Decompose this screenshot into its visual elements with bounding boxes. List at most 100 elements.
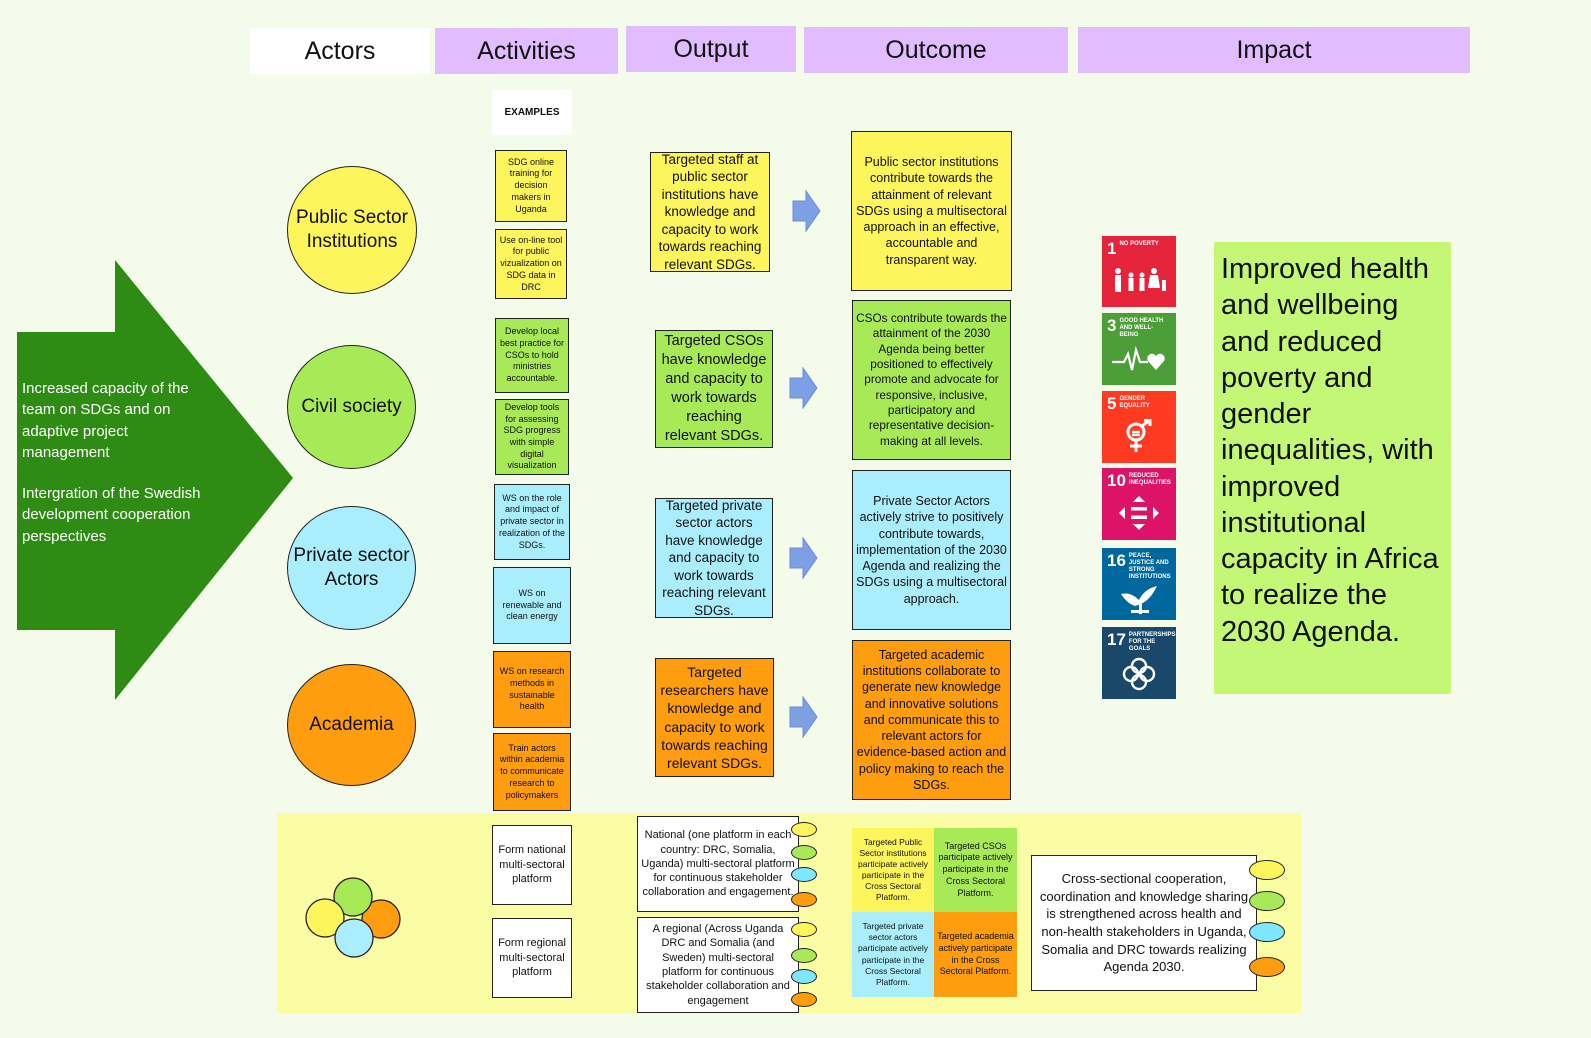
gender-icon (1107, 412, 1171, 459)
sdg-label: Peace, justice and strong institutions (1128, 553, 1171, 580)
activity-note: Develop tools for assessing SDG progress… (495, 399, 569, 475)
sdg-label: No poverty (1119, 241, 1159, 247)
outcome-platform-private-text: Targeted private sector actors participa… (858, 921, 928, 987)
output-note: Targeted researchers have knowledge and … (655, 658, 774, 777)
outcome-note: CSOs contribute towards the attainment o… (852, 300, 1011, 460)
activity-note: Use on-line tool for public vizualizatio… (495, 229, 567, 299)
arrow-right-icon (789, 536, 818, 580)
actor-civil-society: Civil society (287, 345, 416, 469)
outcome-note: Targeted academic institutions collabora… (852, 640, 1011, 800)
activity-text: Use on-line tool for public vizualizatio… (499, 234, 563, 292)
impact-statement-text: Improved health and wellbeing and reduce… (1221, 253, 1439, 648)
actor-private-sector: Private sector Actors (287, 506, 416, 630)
sdg-label: Reduced inequalities (1128, 473, 1171, 486)
outcome-platform-cso: Targeted CSOs participate actively parti… (934, 828, 1017, 912)
dove-icon (1107, 581, 1171, 616)
yellow-dot (791, 922, 817, 937)
activity-note: SDG online training for decision makers … (495, 150, 567, 222)
sdg-1-icon: 1No poverty (1102, 236, 1176, 307)
header-activities-label: Activities (477, 36, 576, 65)
outcome-text: Public sector institutions contribute to… (856, 155, 1007, 267)
arrow-right-icon (789, 695, 818, 739)
header-actors-label: Actors (304, 36, 376, 65)
sdg-label: Good health and well-being (1119, 318, 1164, 338)
output-note: Targeted CSOs have knowledge and capacit… (655, 330, 773, 448)
examples-label-text: EXAMPLES (504, 107, 560, 118)
yellow-dot (1249, 860, 1285, 880)
output-note: Targeted private sector actors have know… (655, 498, 773, 618)
header-impact: Impact (1078, 27, 1470, 73)
sdg-number: 1 (1107, 239, 1117, 258)
actor-academia: Academia (287, 664, 416, 786)
sdg-number: 10 (1107, 471, 1126, 490)
actor-public-sector: Public Sector Institutions (287, 166, 417, 294)
sdg-number: 16 (1107, 551, 1126, 570)
outcome-platform-public-text: Targeted Public Sector institutions part… (858, 836, 928, 903)
family-icon (1107, 257, 1171, 303)
green-dot (1249, 891, 1285, 911)
output-note: Targeted staff at public sector institut… (650, 152, 770, 272)
activity-text: WS on the role and impact of private sec… (498, 492, 566, 550)
blue-dot (791, 867, 817, 882)
orange-dot (1249, 957, 1285, 977)
sdg-number: 17 (1107, 630, 1126, 649)
output-text: Targeted CSOs have knowledge and capacit… (661, 333, 767, 444)
activity-text: Train actors within academia to communic… (499, 742, 565, 800)
capacity-text-2: Intergration of the Swedish development … (22, 485, 201, 545)
activity-note: Develop local best practice for CSOs to … (495, 318, 569, 393)
green-dot (791, 845, 817, 860)
impact-platform: Cross-sectional cooperation, coordinatio… (1031, 855, 1257, 991)
outcome-platform-public: Targeted Public Sector institutions part… (852, 828, 934, 912)
actor-civil-society-label: Civil society (301, 396, 402, 418)
activity-note: WS on research methods in sustainable he… (493, 651, 571, 728)
impact-platform-text: Cross-sectional cooperation, coordinatio… (1039, 871, 1249, 975)
examples-label: EXAMPLES (492, 90, 572, 135)
outcome-platform-academia: Targeted academia actively participate i… (934, 912, 1017, 997)
orange-dot (791, 992, 817, 1007)
outcome-note: Private Sector Actors actively strive to… (852, 470, 1011, 630)
header-output-label: Output (673, 34, 749, 63)
sdg-number: 3 (1107, 316, 1117, 335)
activity-text: Develop local best practice for CSOs to … (499, 326, 565, 384)
actor-academia-label: Academia (309, 714, 394, 736)
sdg-number: 5 (1107, 394, 1117, 413)
activity-national-platform: Form national multi-sectoral platform (492, 825, 572, 905)
yellow-dot (791, 822, 817, 837)
activity-text: WS on renewable and clean energy (502, 587, 562, 622)
activity-text: SDG online training for decision makers … (507, 156, 555, 214)
activity-regional-platform: Form regional multi-sectoral platform (492, 918, 572, 998)
sdg-label: Gender equality (1119, 396, 1150, 409)
actor-public-sector-label: Public Sector Institutions (296, 207, 408, 252)
activity-national-platform-text: Form national multi-sectoral platform (498, 843, 566, 886)
capacity-text-1: Increased capacity of the team on SDGs a… (22, 380, 189, 461)
outcome-text: Private Sector Actors actively strive to… (856, 494, 1007, 606)
activity-note: WS on renewable and clean energy (493, 567, 571, 644)
outcome-platform-academia-text: Targeted academia actively participate i… (937, 931, 1014, 977)
outcome-text: Targeted academic institutions collabora… (856, 647, 1007, 792)
arrow-right-icon (789, 366, 818, 410)
outcome-text: CSOs contribute towards the attainment o… (856, 311, 1007, 448)
header-activities: Activities (435, 28, 618, 74)
equality-icon (1107, 489, 1171, 536)
sdg-5-icon: 5Gender equality (1102, 391, 1176, 463)
heartbeat-icon (1107, 339, 1171, 381)
output-national-platform-text: National (one platform in each country: … (641, 829, 795, 899)
actor-private-sector-label: Private sector Actors (293, 545, 410, 590)
outcome-platform-private: Targeted private sector actors participa… (852, 912, 934, 997)
output-text: Targeted staff at public sector institut… (658, 151, 762, 272)
sdg-16-icon: 16Peace, justice and strong institutions (1102, 548, 1176, 620)
outcome-platform-cso-text: Targeted CSOs participate actively parti… (938, 840, 1013, 898)
activity-text: WS on research methods in sustainable he… (499, 666, 565, 712)
orange-dot (791, 892, 817, 907)
activity-note: WS on the role and impact of private sec… (494, 484, 570, 560)
header-outcome-label: Outcome (885, 35, 987, 64)
rings-icon (1107, 653, 1171, 695)
activity-regional-platform-text: Form regional multi-sectoral platform (498, 936, 566, 979)
outcome-note: Public sector institutions contribute to… (851, 131, 1012, 291)
header-actors: Actors (250, 28, 430, 74)
overlapping-circles-icon (305, 877, 401, 958)
output-national-platform: National (one platform in each country: … (637, 816, 799, 912)
sdg-10-icon: 10Reduced inequalities (1102, 468, 1176, 540)
header-impact-label: Impact (1236, 35, 1312, 64)
sdg-3-icon: 3Good health and well-being (1102, 313, 1176, 385)
